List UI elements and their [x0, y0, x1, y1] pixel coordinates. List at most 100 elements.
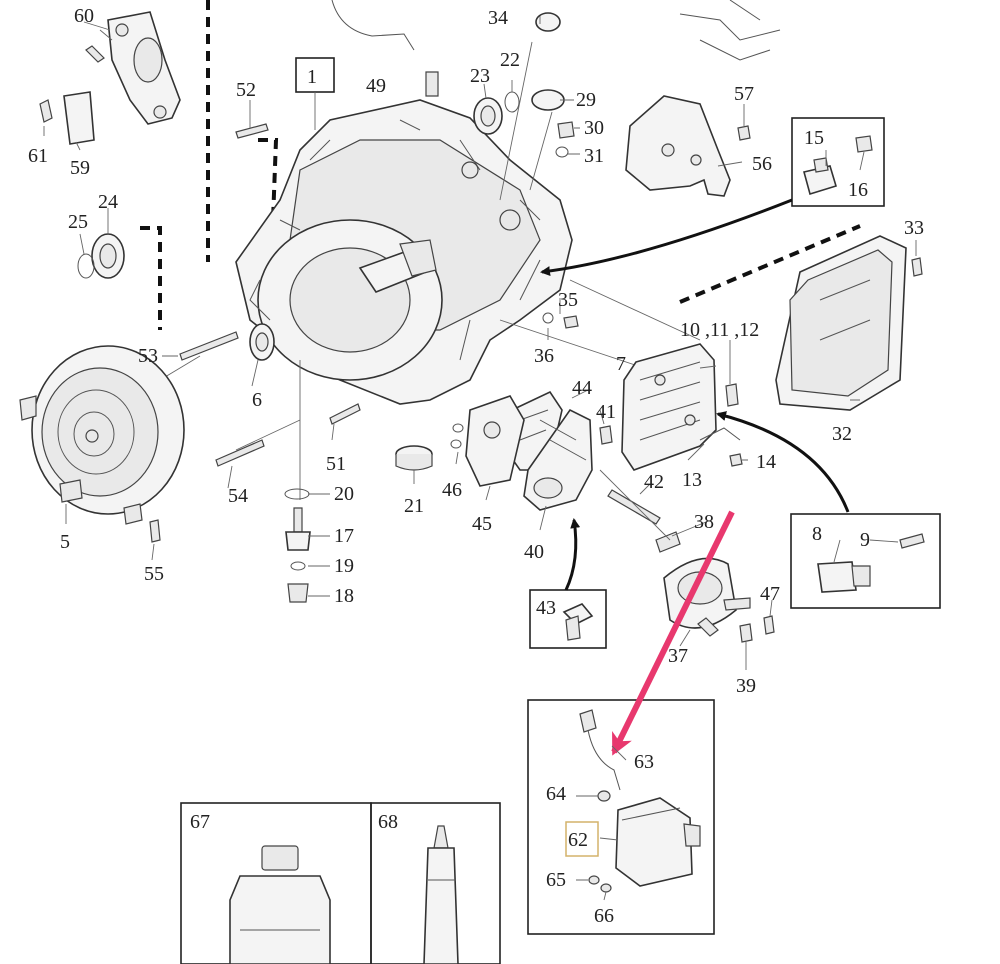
ring-31: [555, 146, 569, 158]
sensor-49: [425, 71, 439, 97]
label-5: 5: [60, 531, 70, 553]
bolt-57: [737, 125, 751, 141]
label-61: 61: [28, 145, 48, 167]
arrow-8-to-valve: [716, 411, 850, 513]
bolt-61: [39, 99, 53, 123]
label-30: 30: [584, 117, 604, 139]
label-16: 16: [848, 179, 868, 201]
label-20: 20: [334, 483, 354, 505]
tube-34: [331, 0, 415, 51]
springs-38: [655, 531, 681, 553]
seal-29: [531, 89, 565, 111]
label-10-11-12: 10 ,11 ,12: [680, 319, 759, 341]
label-57: 57: [734, 83, 754, 105]
label-68: 68: [378, 811, 398, 833]
bolt-51: [329, 403, 361, 425]
torque-converter-5: [19, 345, 185, 525]
label-45: 45: [472, 513, 492, 535]
sensor-15: [803, 157, 837, 196]
label-38: 38: [694, 511, 714, 533]
label-59: 59: [70, 157, 90, 179]
label-63: 63: [634, 751, 654, 773]
label-32: 32: [832, 423, 852, 445]
bolt-39: [739, 623, 753, 643]
label-13: 13: [682, 469, 702, 491]
label-66: 66: [594, 905, 614, 927]
label-37: 37: [668, 645, 688, 667]
oil-bottle-67: [229, 845, 331, 964]
bracket-56: [625, 95, 731, 197]
label-49: 49: [366, 75, 386, 97]
label-46: 46: [442, 479, 462, 501]
nut-65: [588, 875, 600, 885]
bolt-14: [729, 453, 743, 467]
label-52: 52: [236, 79, 256, 101]
label-42: 42: [644, 471, 664, 493]
wiring-harness-top: [679, 0, 781, 61]
label-31: 31: [584, 145, 604, 167]
label-8: 8: [812, 523, 822, 545]
label-7: 7: [616, 353, 626, 375]
bolt-9: [899, 533, 925, 549]
label-22: 22: [500, 49, 520, 71]
label-34: 34: [488, 7, 508, 29]
label-highlight-62: [565, 821, 599, 857]
seals-46: [450, 423, 464, 449]
label-56: 56: [752, 153, 772, 175]
label-9: 9: [860, 529, 870, 551]
label-44: 44: [572, 377, 592, 399]
control-module-62: [615, 797, 701, 887]
callout-box-43: [529, 589, 607, 649]
label-67: 67: [190, 811, 210, 833]
label-47: 47: [760, 583, 780, 605]
washer-66: [600, 883, 612, 893]
nut-64: [597, 790, 611, 802]
label-51: 51: [326, 453, 346, 475]
seal-rings-24-25: [77, 233, 125, 279]
callout-box-8-9: [790, 513, 941, 609]
label-62: 62: [568, 829, 588, 851]
label-14: 14: [756, 451, 776, 473]
nut-30: [557, 121, 575, 139]
bracket-60: [85, 11, 181, 125]
pump-40: [523, 408, 593, 511]
callout-box-68: [370, 802, 501, 964]
label-53: 53: [138, 345, 158, 367]
bolt-16: [855, 135, 873, 153]
drain-plug-assembly: [284, 488, 311, 603]
label-24: 24: [98, 191, 118, 213]
label-15: 15: [804, 127, 824, 149]
label-33: 33: [904, 217, 924, 239]
bolt-10-11-12: [725, 383, 739, 407]
seal-34: [535, 12, 561, 32]
label-65: 65: [546, 869, 566, 891]
label-54: 54: [228, 485, 248, 507]
label-36: 36: [534, 345, 554, 367]
label-35: 35: [558, 289, 578, 311]
pump-body-45: [465, 395, 525, 487]
wire-13: [699, 427, 741, 441]
label-23: 23: [470, 65, 490, 87]
bolt-53: [179, 331, 239, 361]
sensor-cable-63: [579, 709, 621, 791]
bolt-52: [235, 123, 269, 139]
valve-body-7: [621, 343, 717, 471]
arrow-15-to-housing: [540, 198, 793, 276]
bolt-55: [149, 519, 161, 543]
label-17: 17: [334, 525, 354, 547]
label-29: 29: [576, 89, 596, 111]
ring-22: [504, 91, 520, 113]
seal-21: [395, 445, 433, 471]
dashed-line-24: [140, 226, 162, 330]
label-43: 43: [536, 597, 556, 619]
seal-23: [473, 97, 503, 135]
sealant-tube-68: [423, 825, 459, 964]
label-6: 6: [252, 389, 262, 411]
label-18: 18: [334, 585, 354, 607]
label-1: 1: [307, 66, 317, 88]
bolt-33: [911, 257, 923, 277]
label-64: 64: [546, 783, 566, 805]
label-55: 55: [144, 563, 164, 585]
label-60: 60: [74, 5, 94, 27]
